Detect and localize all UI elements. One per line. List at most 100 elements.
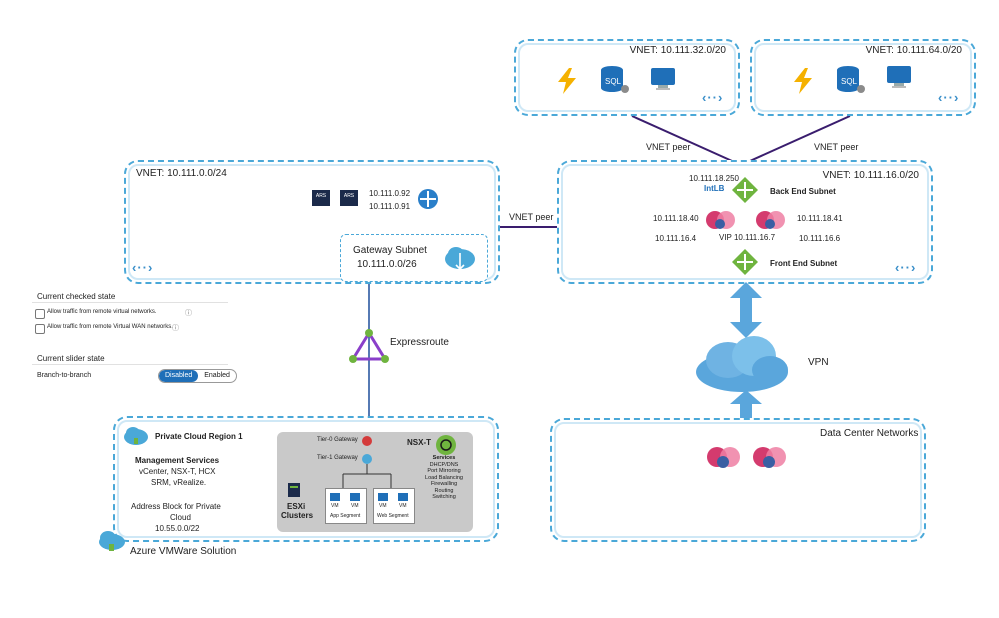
front-end-subnet-label: Front End Subnet [770, 259, 838, 268]
vnet-peer-line-right [740, 115, 851, 166]
svg-text:SQL: SQL [605, 77, 622, 86]
vnet-dots-icon: ‹··› [938, 90, 960, 105]
nsx-panel: Tier-0 Gateway Tier-1 Gateway NSX-T Serv… [277, 432, 473, 532]
private-cloud-icon [124, 427, 148, 445]
vm-label: VM [399, 503, 407, 509]
info-icon: ⓘ [185, 310, 192, 317]
vm-label: VM [351, 503, 359, 509]
vnet-dots-icon: ‹··› [895, 260, 917, 275]
address-block-line2: Cloud [170, 513, 191, 522]
ars-icon: ARS [340, 190, 358, 206]
segment-tree [342, 464, 392, 488]
vnet-peer-label-left: VNET peer [646, 142, 691, 152]
datacenter-vm-icon [753, 447, 786, 468]
web-segment-label: Web Segment [377, 513, 409, 519]
service-item: Firewalling [430, 481, 458, 487]
esxi-line2: Clusters [281, 511, 314, 520]
app-segment-label: App Segment [330, 513, 361, 519]
vnet-title: VNET: 10.111.32.0/20 [629, 45, 726, 56]
intlb-label: IntLB [704, 184, 725, 193]
branch-to-branch-toggle[interactable]: Disabled Enabled [158, 369, 237, 383]
address-block-line1: Address Block for Private [131, 502, 221, 511]
management-services-line2: SRM, vRealize. [151, 478, 207, 487]
vnet-title: VNET: 10.111.16.0/20 [822, 170, 919, 181]
azure-vmware-icon [99, 531, 125, 551]
datacenter-box: Data Center Networks [550, 418, 926, 542]
vm-icon [378, 493, 388, 501]
vnet-peer-label-hub: VNET peer [509, 212, 554, 222]
nsxt-icon [436, 435, 456, 455]
address-block-cidr: 10.55.0.0/22 [155, 524, 200, 533]
ip-d: 10.111.16.6 [799, 234, 841, 243]
ars-ip-1: 10.111.0.92 [369, 189, 411, 198]
slider-state-heading: Current slider state [37, 354, 105, 363]
divider [32, 364, 228, 365]
toggle-enabled-option[interactable]: Enabled [204, 372, 230, 379]
vnet-peer-label-right: VNET peer [814, 142, 859, 152]
datacenter-vm-icon [707, 447, 740, 468]
load-balancer-icon [732, 177, 758, 203]
monitor-icon [651, 68, 675, 90]
service-item: Switching [432, 494, 456, 500]
tier1-gateway-icon [362, 454, 372, 464]
nsxt-label: NSX-T [407, 438, 431, 447]
toggle-disabled-option[interactable]: Disabled [159, 370, 199, 382]
vm-icon [330, 493, 340, 501]
vip-label: VIP 10.111.16.7 [719, 233, 776, 242]
expressroute-icon [349, 329, 389, 363]
function-icon [794, 68, 812, 94]
remote-vnet-checkbox[interactable] [35, 309, 45, 319]
ars-ip-2: 10.111.0.91 [369, 202, 411, 211]
vnet-box-top-left: VNET: 10.111.32.0/20 SQL ‹··› [514, 39, 740, 116]
vpn-cloud-icon [696, 336, 788, 392]
ip-a: 10.111.18.40 [653, 214, 699, 223]
ars-icon: ARS [312, 190, 330, 206]
load-balancer-icon [732, 249, 758, 275]
vpn-label: VPN [808, 357, 829, 368]
management-services-line1: vCenter, NSX-T, HCX [139, 467, 216, 476]
gateway-subnet-box: Gateway Subnet 10.111.0.0/26 [340, 234, 488, 282]
vm-icon [350, 493, 360, 501]
svg-text:SQL: SQL [841, 77, 858, 86]
sql-icon: SQL [601, 66, 629, 93]
sql-icon: SQL [837, 66, 865, 93]
vnet-box-spoke: VNET: 10.111.16.0/20 10.111.18.250 IntLB… [557, 160, 933, 284]
services-list: Services DHCP/DNS Port Mirroring Load Ba… [423, 455, 465, 501]
esxi-line1: ESXi [287, 502, 306, 511]
back-end-subnet-label: Back End Subnet [770, 187, 836, 196]
vnet-title: VNET: 10.111.64.0/20 [865, 45, 962, 56]
ars-label: ARS [343, 193, 355, 199]
app-segment-box: VM VM App Segment [325, 488, 367, 524]
vnet-dots-icon: ‹··› [132, 260, 154, 275]
ip-c: 10.111.16.4 [655, 234, 697, 243]
gateway-subnet-cidr: 10.111.0.0/26 [357, 259, 417, 270]
service-item: Routing [434, 487, 454, 494]
divider [32, 302, 228, 303]
vm-icon [398, 493, 408, 501]
function-icon [558, 68, 576, 94]
ars-label: ARS [315, 193, 327, 199]
gateway-cloud-icon [445, 247, 475, 271]
info-icon: ⓘ [172, 325, 179, 332]
ip-b: 10.111.18.41 [797, 214, 843, 223]
management-services-title: Management Services [135, 456, 220, 465]
vnet-peer-line-left [631, 115, 742, 166]
branch-to-branch-label: Branch-to-branch [37, 372, 92, 379]
service-item: Load Balancing [425, 474, 463, 481]
vm-scale-icon [756, 211, 785, 229]
tier0-gateway-label: Tier-0 Gateway [317, 437, 358, 443]
remote-vnet-label: Allow traffic from remote virtual networ… [47, 309, 157, 315]
remote-vwan-label: Allow traffic from remote Virtual WAN ne… [47, 324, 173, 330]
tier0-gateway-icon [362, 436, 372, 446]
azure-vmware-label: Azure VMWare Solution [130, 546, 237, 557]
vnet-box-top-right: VNET: 10.111.64.0/20 SQL ‹··› [750, 39, 976, 116]
esxi-icon [288, 483, 300, 497]
monitor-icon [887, 66, 911, 88]
checked-state-heading: Current checked state [37, 292, 116, 301]
remote-vwan-checkbox[interactable] [35, 324, 45, 334]
datacenter-title: Data Center Networks [820, 428, 919, 439]
tier1-gateway-label: Tier-1 Gateway [317, 455, 358, 461]
web-segment-box: VM VM Web Segment [373, 488, 415, 524]
router-icon [418, 189, 438, 209]
